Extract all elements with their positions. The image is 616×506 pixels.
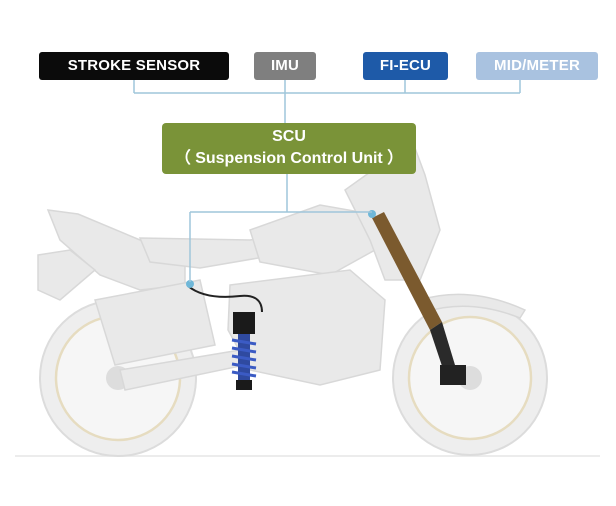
scu-box: SCU （ Suspension Control Unit ）: [162, 123, 416, 174]
motorcycle-body: [37, 138, 527, 391]
rear-shock: [231, 312, 257, 390]
fi-ecu-label: FI-ECU: [363, 52, 448, 80]
front-fork: [372, 212, 466, 385]
sensor-node: [186, 280, 194, 288]
scu-title: SCU: [272, 128, 306, 145]
stroke-sensor-label: STROKE SENSOR: [39, 52, 229, 80]
sensor-wire: [187, 285, 263, 313]
scu-subtitle: （ Suspension Control Unit ）: [174, 150, 404, 167]
mid-meter-label: MID/METER: [476, 52, 598, 80]
sensor-node: [368, 210, 376, 218]
front-wheel: [392, 300, 548, 456]
imu-label: IMU: [254, 52, 316, 80]
connector-lines: [133, 80, 521, 282]
